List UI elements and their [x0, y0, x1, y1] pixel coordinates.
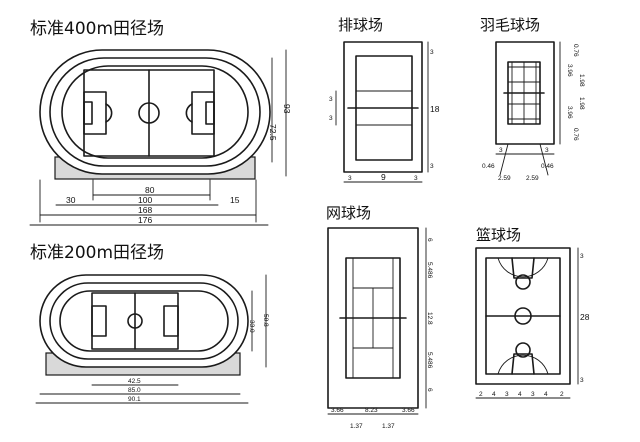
dim-tn-366-right: 3.66 [402, 407, 415, 414]
badminton-court-diagram: 羽毛球场 0.76 3.96 1.98 1.98 3.96 0.76 3 3 0… [480, 16, 585, 182]
dim-bb-w3: 4 [518, 391, 522, 398]
dim-bb-w5: 4 [544, 391, 548, 398]
tennis-court-diagram: 网球场 6 5.486 12.8 5.486 6 3.66 8.23 3.66 … [326, 204, 433, 430]
dim-bd-259-right: 2.59 [526, 175, 539, 182]
dim-bd-r5: 3.96 [566, 106, 573, 119]
dim-bd-r4: 1.98 [578, 97, 585, 110]
track-400m-inner-lane [61, 65, 249, 159]
volleyball-court-diagram: 排球场 3 3 3 18 3 3 9 3 [329, 16, 440, 183]
basketball-key-top [511, 257, 535, 279]
track-200m-mid-lane [49, 282, 239, 360]
title-basketball: 篮球场 [476, 226, 521, 244]
track-200m-inner-lane [59, 290, 229, 352]
track-400m-arc-right [185, 103, 193, 123]
tennis-outer-area [327, 227, 419, 409]
dim-bb-w4: 3 [531, 391, 535, 398]
dim-vb-end-top: 3 [430, 49, 434, 56]
dim-bb-top: 3 [580, 253, 584, 260]
dim-93: 93 [282, 104, 292, 114]
title-volleyball: 排球场 [338, 16, 383, 34]
dim-bb-w1: 4 [492, 391, 496, 398]
track-200m-fill [40, 275, 248, 367]
track-400m-centre-circle [138, 102, 160, 124]
dim-bd-r1: 0.76 [572, 44, 579, 57]
basketball-three-arc-bottom [497, 354, 549, 375]
track-200m-diagram: 标准200m田径场 42.5 85.0 90.1 33.0 50.8 [30, 243, 269, 404]
dim-vb-3b: 3 [329, 115, 333, 122]
dim-vb-18: 18 [430, 104, 440, 114]
dim-bd-r3: 1.98 [578, 74, 585, 87]
dim-100: 100 [138, 195, 152, 205]
track-400m-goal-box-left [83, 101, 93, 125]
dim-850: 85.0 [128, 387, 141, 394]
title-tennis: 网球场 [326, 204, 371, 222]
track-400m-outer-lane [39, 49, 271, 175]
track-400m-arc-left [105, 103, 113, 123]
basketball-centre-circle [514, 307, 532, 325]
basketball-outer-area [475, 247, 571, 385]
dim-vb-end-bottom: 3 [430, 163, 434, 170]
dim-bb-w2: 3 [505, 391, 509, 398]
dim-tn-137-right: 1.37 [382, 423, 395, 430]
badminton-outer-area [495, 41, 555, 145]
basketball-court-diagram: 篮球场 3 28 3 2 4 3 4 3 4 2 [475, 226, 590, 399]
dim-bb-w0: 2 [479, 391, 483, 398]
dim-bd-r2: 3.96 [566, 64, 573, 77]
dim-901: 90.1 [128, 396, 141, 403]
dim-vb-9: 9 [381, 172, 386, 182]
dim-bb-28: 28 [580, 312, 590, 322]
dim-425: 42.5 [128, 378, 141, 385]
dim-vb-margin-right: 3 [414, 175, 418, 182]
title-badminton: 羽毛球场 [480, 16, 540, 34]
volleyball-outer-area [343, 41, 423, 173]
dim-168: 168 [138, 205, 152, 215]
dim-bd-r6: 0.76 [572, 128, 579, 141]
basketball-free-throw-bottom [515, 342, 531, 358]
basketball-free-throw-top [515, 274, 531, 290]
dim-176: 176 [138, 215, 152, 225]
leader-bd-b [539, 143, 549, 176]
dim-bd-259-left: 2.59 [498, 175, 511, 182]
dim-80: 80 [145, 185, 155, 195]
track-200m-box-right [163, 305, 179, 337]
dim-725: 72.5 [268, 124, 278, 141]
track-200m-outer-lane [39, 274, 249, 368]
dim-vb-margin-left: 3 [348, 175, 352, 182]
dim-tn-137-left: 1.37 [350, 423, 363, 430]
dim-tn-128: 12.8 [426, 312, 433, 325]
dim-vb-3a: 3 [329, 96, 333, 103]
track-400m-fill [40, 50, 270, 174]
dim-tn-5486a: 5.486 [426, 262, 433, 279]
dim-tn-top: 6 [426, 238, 433, 242]
dim-tn-bottom: 6 [426, 388, 433, 392]
track-400m-mid-lane [49, 57, 261, 167]
title-track-200m: 标准200m田径场 [30, 243, 164, 263]
dim-30: 30 [66, 195, 76, 205]
basketball-key-bottom [511, 353, 535, 375]
dim-bd-046-left: 0.46 [482, 163, 495, 170]
title-track-400m: 标准400m田径场 [30, 19, 164, 39]
dim-330: 33.0 [248, 320, 255, 333]
track-200m-centre-circle [127, 313, 143, 329]
dim-bb-w6: 2 [560, 391, 564, 398]
dim-tn-5486b: 5.486 [426, 352, 433, 369]
dim-tn-366-left: 3.66 [331, 407, 344, 414]
dim-bd-margin-right: 3 [545, 147, 549, 154]
dim-bd-046-right: 0.46 [541, 163, 554, 170]
dim-508: 50.8 [262, 314, 269, 327]
basketball-three-arc-top [497, 257, 549, 278]
track-400m-diagram: 标准400m田径场 80 100 30 15 168 176 72.5 [29, 19, 292, 226]
track-200m-box-left [91, 305, 107, 337]
dim-tn-823: 8.23 [365, 407, 378, 414]
track-400m-goal-box-right [205, 101, 215, 125]
dim-15: 15 [230, 195, 240, 205]
dim-bb-bottom: 3 [580, 377, 584, 384]
dim-bd-margin-left: 3 [499, 147, 503, 154]
leader-bd-a [499, 143, 509, 176]
